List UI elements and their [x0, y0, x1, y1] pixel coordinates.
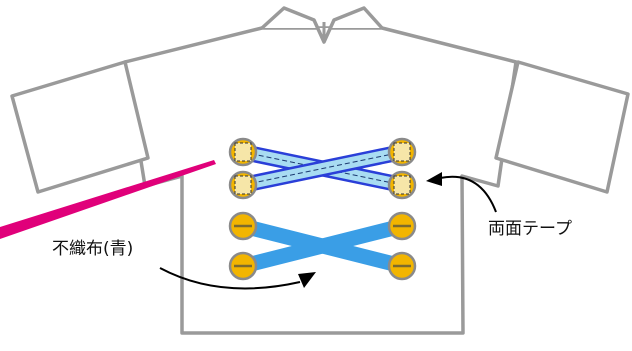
lower-button-bottom-left	[228, 251, 258, 281]
tape-arrowhead	[426, 172, 442, 186]
upper-strap-b	[235, 144, 410, 193]
lower-strap-b	[235, 218, 410, 274]
lower-button-bottom-right	[387, 251, 417, 281]
magenta-pointer	[0, 160, 216, 239]
label-nonwoven: 不織布(青)	[52, 239, 133, 259]
label-double-sided-tape: 両面テープ	[488, 219, 572, 239]
left-sleeve	[10, 60, 150, 194]
upper-button-top-right	[387, 137, 417, 167]
upper-button-bottom-right	[387, 170, 417, 200]
nonwoven-arrow	[159, 267, 301, 290]
right-sleeve	[494, 60, 630, 194]
tape-arrow	[439, 175, 497, 213]
lower-button-top-left	[228, 211, 258, 241]
shirt-body	[123, 26, 518, 335]
upper-button-bottom-left	[228, 170, 258, 200]
upper-button-top-left	[228, 137, 258, 167]
lower-button-top-right	[387, 211, 417, 241]
nonwoven-arrowhead	[298, 272, 316, 288]
